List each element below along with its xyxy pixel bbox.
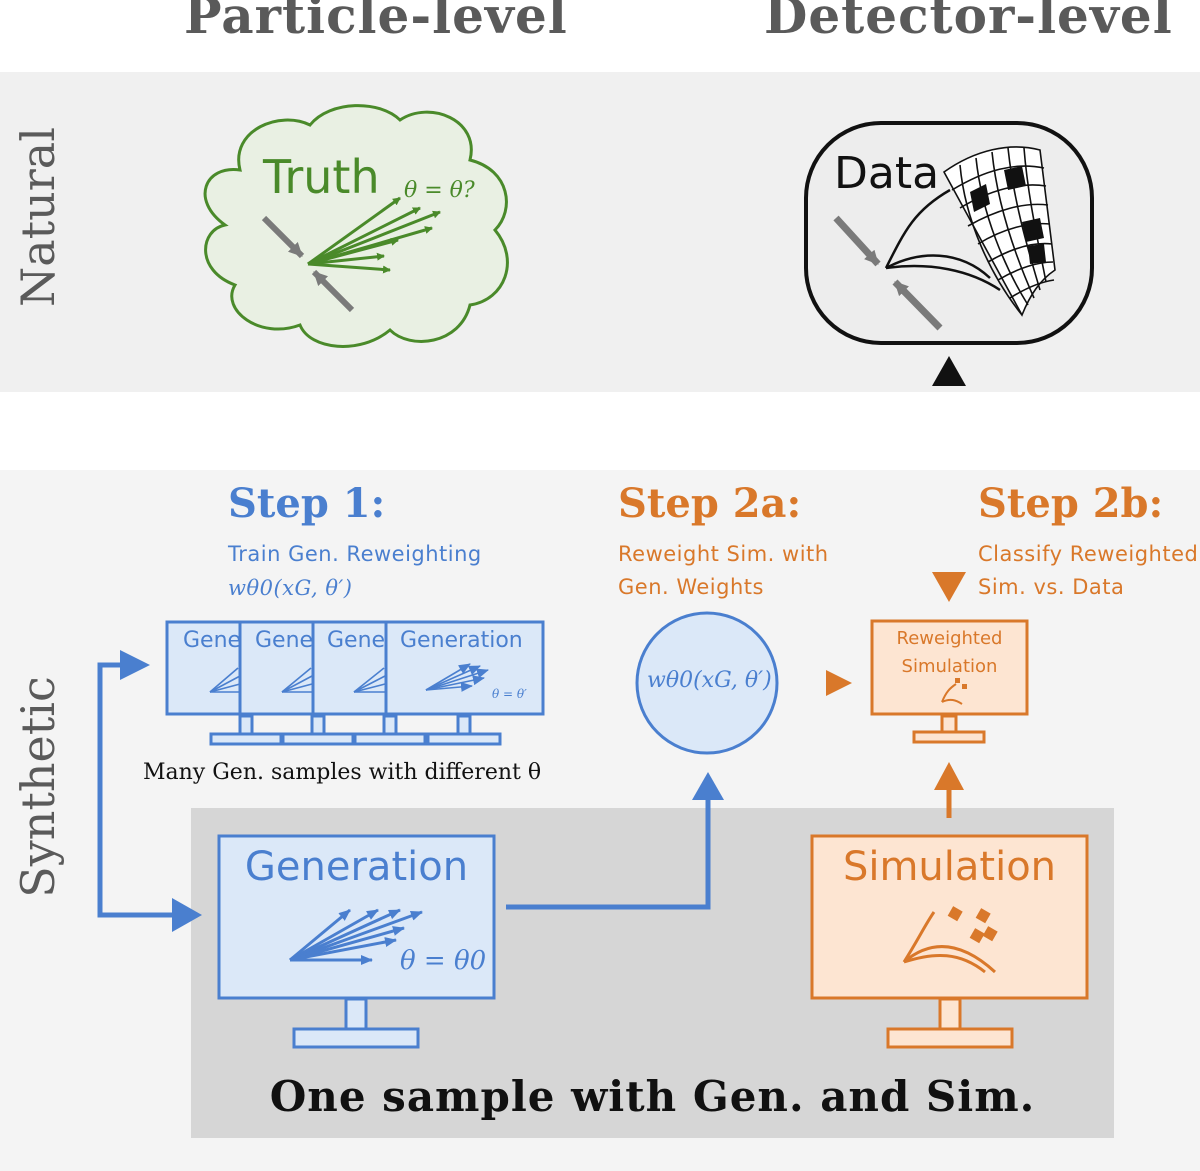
step1-line2: wθ0(xG, θ′)	[228, 576, 353, 600]
weight-circle	[635, 611, 779, 755]
gen-small-label-1: Gene	[183, 628, 240, 653]
detector-grid-hits	[970, 166, 1046, 264]
generation-label: Generation	[244, 844, 469, 890]
gen-front-theta: θ = θ′	[492, 687, 527, 701]
truth-cloud	[203, 104, 509, 348]
reweighted-line1: Reweighted	[896, 628, 1003, 649]
shared-sample-caption: One sample with Gen. and Sim.	[269, 1072, 1036, 1121]
step2a-line2: Gen. Weights	[618, 575, 764, 599]
step2b-line1: Classify Reweighted	[978, 542, 1199, 566]
detector-grid	[942, 146, 1056, 317]
weight-formula: wθ0(xG, θ′)	[647, 668, 772, 693]
generation-theta: θ = θ0	[400, 946, 487, 976]
gen-small-label-3: Gene	[327, 628, 385, 653]
step1-line1: Train Gen. Reweighting	[228, 542, 482, 566]
truth-theta: θ = θ?	[404, 178, 475, 203]
reweighted-simulation-monitor	[870, 619, 1029, 744]
generation-monitor-stack	[165, 620, 545, 746]
truth-label: Truth	[263, 150, 380, 204]
gen-small-label-2: Gene	[255, 628, 312, 653]
step1-title: Step 1:	[228, 480, 386, 527]
particle-level-heading: Particle-level	[184, 0, 568, 45]
reweighted-line2: Simulation	[901, 656, 998, 677]
step2a-title: Step 2a:	[618, 480, 802, 527]
detector-level-heading: Detector-level	[764, 0, 1173, 45]
simulation-monitor	[810, 834, 1089, 1049]
generation-monitor	[217, 834, 496, 1049]
step2b-title: Step 2b:	[978, 480, 1164, 527]
data-label: Data	[834, 148, 940, 199]
step2b-line2: Sim. vs. Data	[978, 575, 1125, 599]
many-samples-caption: Many Gen. samples with different θ	[143, 760, 542, 785]
gen-front-label: Generation	[400, 628, 523, 653]
simulation-label: Simulation	[842, 844, 1057, 890]
step2a-line1: Reweight Sim. with	[618, 542, 829, 566]
